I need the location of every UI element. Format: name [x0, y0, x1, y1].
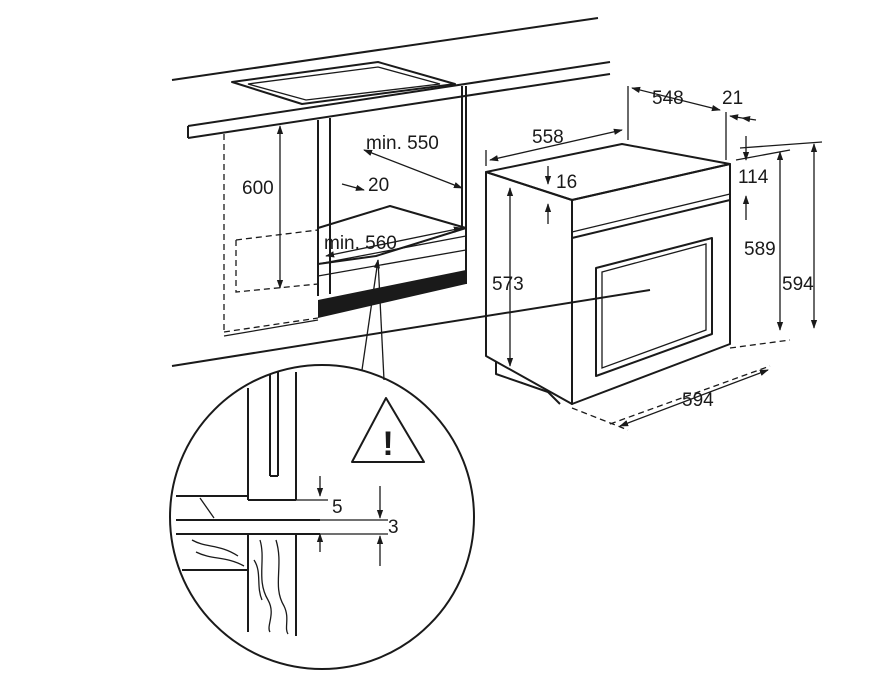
- label-594-width: 594: [682, 390, 714, 411]
- dimension-labels: 600 min. 550 20 min. 560 558 548 21 16 1…: [242, 88, 814, 538]
- hob: [231, 61, 456, 105]
- label-min-550: min. 550: [366, 133, 439, 154]
- label-20: 20: [368, 175, 389, 196]
- warning-icon: !: [351, 397, 425, 463]
- oven-dimensions: [485, 86, 823, 427]
- oven: [485, 143, 791, 431]
- label-548: 548: [652, 88, 684, 109]
- label-589: 589: [744, 239, 776, 260]
- label-573: 573: [492, 274, 524, 295]
- label-16: 16: [556, 172, 577, 193]
- label-558: 558: [532, 127, 564, 148]
- warning-symbol: !: [382, 425, 393, 463]
- label-600: 600: [242, 178, 274, 199]
- label-594-height: 594: [782, 274, 814, 295]
- label-min-560: min. 560: [324, 233, 397, 254]
- detail-magnifier: [169, 364, 475, 670]
- label-3: 3: [388, 517, 399, 538]
- label-114: 114: [738, 167, 769, 188]
- label-5: 5: [332, 497, 343, 518]
- label-21: 21: [722, 88, 743, 109]
- worktop: [171, 17, 611, 139]
- kitchen-cabinet: [171, 86, 651, 367]
- cabinet-dimensions: [276, 125, 463, 381]
